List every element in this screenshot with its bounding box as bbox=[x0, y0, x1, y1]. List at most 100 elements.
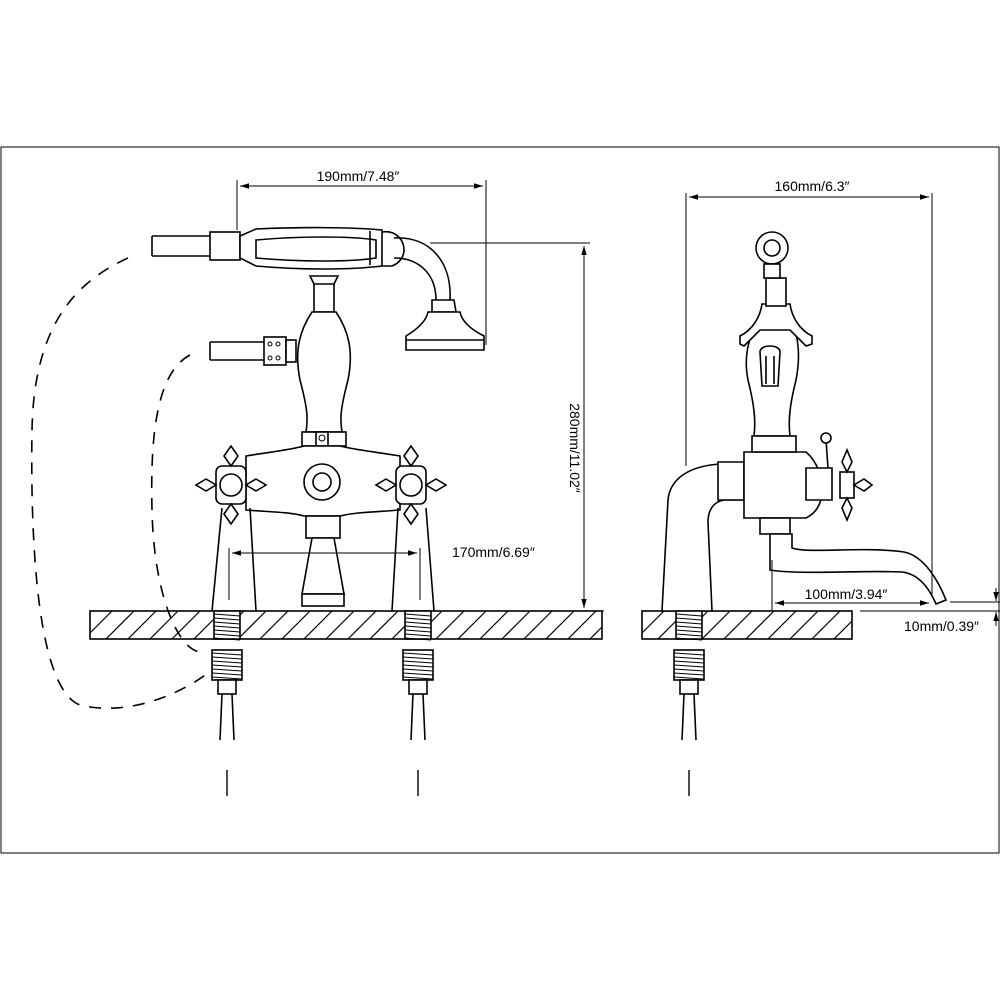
thread-line bbox=[211, 652, 243, 656]
hatch-line bbox=[347, 610, 377, 640]
side-spout bbox=[759, 517, 948, 606]
front-view: 190mm/7.48″ 280mm/11.02″ 170mm/6.69″ bbox=[30, 168, 604, 800]
dimension-width-side-label: 160mm/6.3″ bbox=[775, 178, 850, 194]
thread-line bbox=[675, 629, 703, 633]
thread-line bbox=[673, 656, 705, 660]
handset-front bbox=[239, 226, 485, 351]
thread-line bbox=[213, 633, 241, 637]
thread-line bbox=[402, 664, 434, 668]
dimension-spout-drop: 10mm/0.39″ bbox=[860, 588, 1000, 634]
thread-line bbox=[213, 613, 241, 617]
hatch-line bbox=[745, 610, 775, 640]
thread-line bbox=[673, 652, 705, 656]
dimension-width-side: 160mm/6.3″ bbox=[685, 178, 933, 596]
hatch-line bbox=[369, 610, 399, 640]
thread-line bbox=[213, 629, 241, 633]
drawing-frame bbox=[0, 146, 1000, 854]
hatch-line bbox=[105, 610, 135, 640]
hose-dashed-inner bbox=[150, 354, 201, 653]
thread-line bbox=[213, 625, 241, 629]
thread-line bbox=[211, 676, 243, 680]
thread-line bbox=[675, 637, 703, 641]
hatch-line bbox=[281, 610, 311, 640]
thread-line bbox=[675, 613, 703, 617]
thread-line bbox=[402, 660, 434, 664]
thread-line bbox=[402, 672, 434, 676]
hatch-line bbox=[545, 610, 575, 640]
dimension-height-label: 280mm/11.02″ bbox=[567, 403, 583, 493]
hatch-line bbox=[589, 626, 603, 640]
thread-line bbox=[675, 625, 703, 629]
thread-line bbox=[404, 629, 432, 633]
thread-line bbox=[404, 625, 432, 629]
hatch-line bbox=[641, 610, 665, 634]
thread-line bbox=[404, 621, 432, 625]
thread-line bbox=[675, 633, 703, 637]
side-body bbox=[661, 432, 874, 612]
hose-dashed-outer bbox=[30, 257, 229, 710]
hatch-line bbox=[701, 610, 731, 640]
faucet-body-front bbox=[211, 311, 435, 612]
thread-line bbox=[402, 656, 434, 660]
thread-line bbox=[675, 621, 703, 625]
deck-slab-side bbox=[641, 610, 853, 640]
dimension-width-front: 190mm/7.48″ bbox=[236, 168, 487, 345]
thread-line bbox=[675, 617, 703, 621]
cross-handle-right bbox=[374, 444, 448, 526]
thread-line bbox=[673, 668, 705, 672]
thread-line bbox=[404, 617, 432, 621]
hatch-line bbox=[833, 620, 853, 640]
mounting-shank-side bbox=[673, 610, 705, 800]
hose-stub-top bbox=[151, 231, 241, 261]
thread-line bbox=[211, 660, 243, 664]
hatch-line bbox=[259, 610, 289, 640]
hatch-line bbox=[767, 610, 797, 640]
thread-line bbox=[402, 652, 434, 656]
thread-line bbox=[402, 668, 434, 672]
hatch-line bbox=[89, 610, 113, 634]
dimension-height: 280mm/11.02″ bbox=[430, 242, 604, 612]
thread-line bbox=[404, 633, 432, 637]
hatch-line bbox=[723, 610, 753, 640]
dimension-spout-reach: 100mm/3.94″ bbox=[771, 560, 929, 610]
mounting-shank-left bbox=[211, 610, 243, 800]
dimension-spout-reach-label: 100mm/3.94″ bbox=[805, 586, 888, 602]
deck-slab-front bbox=[89, 610, 603, 640]
hatch-line bbox=[149, 610, 179, 640]
hatch-line bbox=[303, 610, 333, 640]
thread-line bbox=[673, 660, 705, 664]
mounting-shank-right bbox=[402, 610, 434, 800]
hatch-line bbox=[567, 610, 597, 640]
thread-line bbox=[673, 676, 705, 680]
thread-line bbox=[673, 664, 705, 668]
thread-line bbox=[211, 668, 243, 672]
thread-line bbox=[213, 621, 241, 625]
hatch-line bbox=[457, 610, 487, 640]
hose-stub-mid bbox=[209, 336, 297, 366]
hatch-line bbox=[127, 610, 157, 640]
side-column bbox=[739, 231, 813, 453]
hatch-line bbox=[325, 610, 355, 640]
hatch-line bbox=[435, 610, 465, 640]
dimension-spout-drop-label: 10mm/0.39″ bbox=[904, 618, 979, 634]
hatch-line bbox=[789, 610, 819, 640]
thread-line bbox=[213, 617, 241, 621]
hatch-line bbox=[501, 610, 531, 640]
thread-line bbox=[213, 637, 241, 641]
thread-line bbox=[211, 656, 243, 660]
dimension-center-spacing: 170mm/6.69″ bbox=[228, 544, 535, 600]
thread-line bbox=[404, 613, 432, 617]
thread-line bbox=[211, 672, 243, 676]
hatch-line bbox=[237, 610, 267, 640]
hatch-line bbox=[479, 610, 509, 640]
thread-line bbox=[404, 637, 432, 641]
hatch-line bbox=[523, 610, 553, 640]
cross-handle-left bbox=[194, 444, 268, 526]
hatch-line bbox=[811, 610, 841, 640]
thread-line bbox=[673, 672, 705, 676]
hatch-line bbox=[171, 610, 201, 640]
thread-line bbox=[402, 676, 434, 680]
side-view: 160mm/6.3″ 100mm/3.94″ 10mm/0.39″ bbox=[641, 178, 1000, 800]
dimension-width-front-label: 190mm/7.48″ bbox=[317, 168, 400, 184]
